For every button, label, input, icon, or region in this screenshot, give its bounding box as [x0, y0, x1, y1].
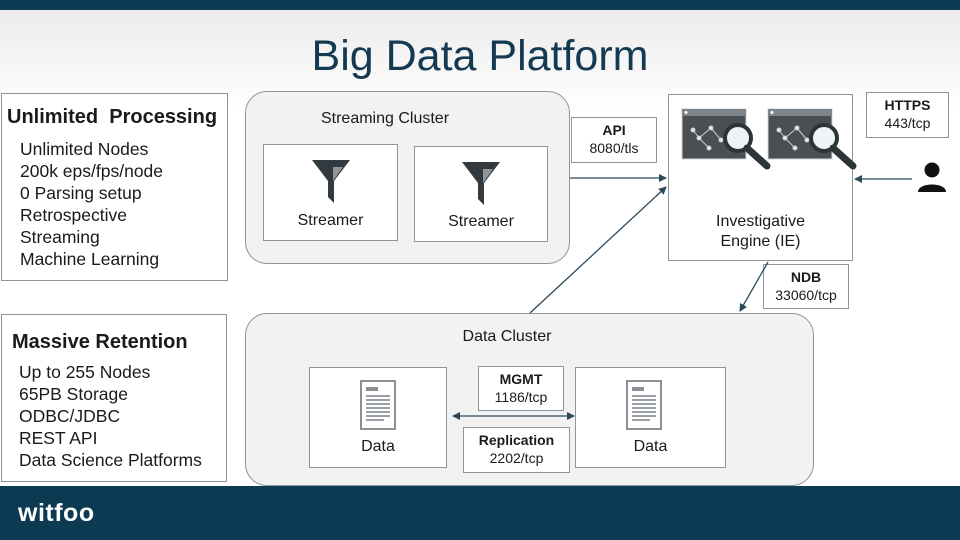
- streaming-cluster-title: Streaming Cluster: [320, 110, 450, 127]
- api-port-badge: API 8080/tls: [571, 117, 657, 163]
- list-item: REST API: [19, 428, 98, 448]
- data-node-1: Data: [309, 367, 447, 468]
- replication-port-name: Replication: [478, 432, 555, 448]
- mgmt-port-value: 1186/tcp: [494, 389, 548, 405]
- magnifier-screen-icon: [767, 108, 857, 170]
- brand-logo: witfoo: [18, 499, 95, 527]
- ie-label: Investigative Engine (IE): [669, 212, 852, 252]
- list-item: Data Science Platforms: [19, 450, 202, 470]
- list-item: Retrospective: [20, 205, 127, 225]
- https-port-badge: HTTPS 443/tcp: [866, 92, 949, 138]
- streamer-node-2: Streamer: [414, 146, 548, 242]
- funnel-icon: [312, 160, 350, 203]
- https-port-name: HTTPS: [884, 97, 931, 113]
- https-port-value: 443/tcp: [884, 115, 931, 131]
- replication-port-badge: Replication 2202/tcp: [463, 427, 570, 473]
- user-icon: [918, 162, 946, 192]
- data-label: Data: [633, 438, 668, 455]
- ie-label-line1: Investigative: [716, 213, 805, 230]
- retention-list: Up to 255 Nodes 65PB Storage ODBC/JDBC R…: [19, 361, 202, 471]
- document-icon: [626, 380, 662, 430]
- list-item: Streaming: [20, 227, 100, 247]
- page-title: Big Data Platform: [311, 32, 649, 80]
- retention-panel: Massive Retention Up to 255 Nodes 65PB S…: [1, 314, 227, 482]
- data-cluster-title: Data Cluster: [462, 328, 552, 345]
- data-cluster-to-ie-line: [529, 186, 667, 314]
- streamer-label: Streamer: [448, 213, 514, 230]
- list-item: 200k eps/fps/node: [20, 161, 164, 181]
- magnifier-screen-icon: [681, 108, 771, 170]
- list-item: 65PB Storage: [19, 384, 128, 404]
- list-item: Unlimited Nodes: [20, 139, 149, 159]
- list-item: Machine Learning: [20, 249, 160, 269]
- retention-title: Massive Retention: [12, 331, 188, 353]
- list-item: ODBC/JDBC: [19, 406, 121, 426]
- processing-list: Unlimited Nodes 200k eps/fps/node 0 Pars…: [20, 138, 163, 270]
- top-bar: [0, 0, 960, 10]
- ndb-link-line: [739, 261, 769, 312]
- streamer-label: Streamer: [297, 212, 364, 229]
- api-port-value: 8080/tls: [589, 140, 639, 156]
- mgmt-port-badge: MGMT 1186/tcp: [478, 366, 564, 411]
- streamer-node-1: Streamer: [263, 144, 398, 241]
- data-label: Data: [361, 438, 395, 455]
- data-node-2: Data: [575, 367, 726, 468]
- ie-label-line2: Engine (IE): [720, 233, 801, 250]
- mgmt-port-name: MGMT: [499, 371, 543, 387]
- footer-bar: [0, 486, 960, 540]
- processing-title: Unlimited Processing: [7, 106, 218, 128]
- document-icon: [360, 380, 396, 430]
- list-item: Up to 255 Nodes: [19, 362, 151, 382]
- ndb-port-value: 33060/tcp: [775, 287, 837, 303]
- processing-panel: Unlimited Processing Unlimited Nodes 200…: [1, 93, 228, 281]
- ndb-port-name: NDB: [790, 269, 822, 285]
- api-port-name: API: [602, 122, 626, 138]
- investigative-engine: Investigative Engine (IE): [668, 94, 857, 261]
- ndb-port-badge: NDB 33060/tcp: [763, 264, 849, 309]
- list-item: 0 Parsing setup: [20, 183, 142, 203]
- funnel-icon: [462, 162, 500, 205]
- replication-port-value: 2202/tcp: [489, 450, 544, 466]
